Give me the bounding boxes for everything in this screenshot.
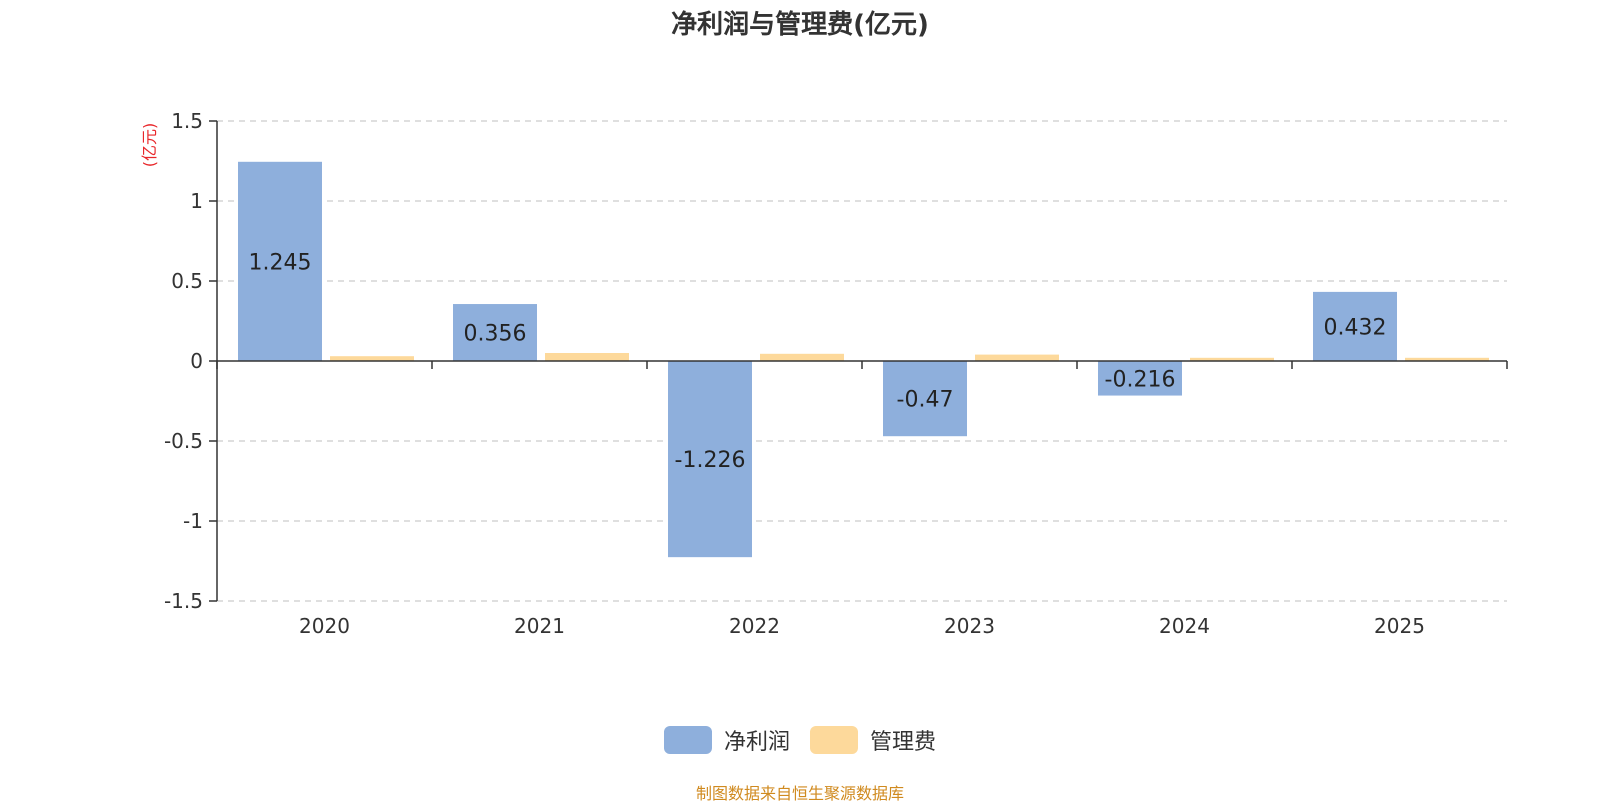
y-tick-label: 0 [190,349,203,373]
x-tick-label: 2024 [1159,614,1210,638]
data-label-net-profit: 1.245 [249,250,312,275]
bar-admin-expense [975,354,1059,361]
legend-label-admin-expense: 管理费 [870,730,937,755]
data-label-net-profit: -0.216 [1105,367,1176,392]
legend-swatch-net-profit [663,726,712,754]
legend-label-net-profit: 净利润 [723,730,790,755]
bar-admin-expense [545,353,629,361]
legend: 净利润 管理费 [0,724,1600,756]
data-source-note: 制图数据来自恒生聚源数据库 [695,784,904,803]
bar-chart-plot: 1.5 1 0.5 0 -0.5 -1 -1.5 1.245 2020 0.356 2021 -1.2… [164,109,1508,638]
legend-swatch-admin-expense [810,726,858,754]
bar-net-profit [883,361,967,437]
bar-net-profit [668,361,752,558]
bar-admin-expense [760,353,844,361]
x-tick-label: 2020 [299,614,350,638]
bar-admin-expense [1190,357,1274,361]
bar-net-profit [1098,361,1182,396]
bar-admin-expense [1405,357,1489,361]
data-label-net-profit: -1.226 [675,448,746,473]
bar-admin-expense [330,356,414,361]
data-label-net-profit: 0.432 [1324,315,1387,340]
bar-net-profit [453,304,537,361]
chart-title: 净利润与管理费(亿元) [671,10,929,40]
y-tick-label: 1 [190,189,203,213]
y-tick-label: -1 [183,509,203,533]
bar-net-profit [1313,291,1397,361]
x-tick-label: 2022 [729,614,780,638]
y-tick-label: 1.5 [171,109,203,133]
y-tick-label: 0.5 [171,269,203,293]
data-label-net-profit: 0.356 [464,322,527,347]
x-tick-label: 2025 [1374,614,1425,638]
x-tick-label: 2021 [514,614,565,638]
bar-net-profit [238,161,322,361]
y-tick-label: -0.5 [164,429,203,453]
y-tick-label: -1.5 [164,589,203,613]
legend-item-admin-expense[interactable]: 管理费 [810,724,936,756]
legend-item-net-profit[interactable]: 净利润 [663,724,790,756]
x-tick-label: 2023 [944,614,995,638]
data-label-net-profit: -0.47 [897,388,954,413]
